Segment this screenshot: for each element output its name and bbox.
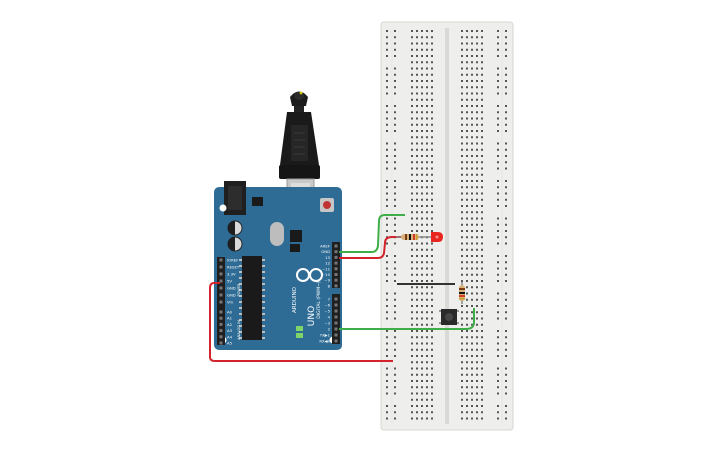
power-pin-label: GND xyxy=(227,293,236,298)
digital-header-top xyxy=(332,242,340,288)
analog-pin-label: A3 xyxy=(227,328,233,333)
power-pin-label: 3.3V xyxy=(227,272,236,277)
digital-pin-label: 8 xyxy=(328,283,331,288)
digital-pin-label: ~6 xyxy=(324,303,330,308)
digital-pin-label: 2 xyxy=(328,327,331,332)
digital-pin-label: ~11 xyxy=(322,266,331,271)
analog-pin-label: A0 xyxy=(227,310,233,315)
red-led[interactable] xyxy=(426,232,443,242)
atmega-chip xyxy=(239,256,265,340)
analog-pin-label: A2 xyxy=(227,322,233,327)
digital-header-bottom xyxy=(332,294,340,344)
arduino-logo xyxy=(296,268,323,282)
digital-pin-label: AREF xyxy=(320,244,330,249)
digital-pin-label: 12 xyxy=(325,261,330,266)
power-header xyxy=(217,257,225,309)
breadboard[interactable] xyxy=(380,21,514,431)
power-pin-label: IOREF xyxy=(227,258,238,263)
button-pulldown-resistor[interactable] xyxy=(459,282,465,304)
pin-labels: AREFGND1312~11~10~987~6~54~32TX▶1RX◀0IOR… xyxy=(227,244,331,346)
digital-pin-label: 13 xyxy=(325,255,330,260)
analog-header xyxy=(217,309,225,345)
analog-pin-label: A5 xyxy=(227,341,233,346)
digital-pin-label: RX◀0 xyxy=(319,339,330,344)
red-wire-led xyxy=(339,236,403,259)
digital-pin-label: GND xyxy=(321,249,330,254)
power-title: POWER xyxy=(237,283,241,297)
wires xyxy=(209,214,475,362)
digital-pin-label: ~10 xyxy=(322,272,331,277)
digital-title: DIGITAL (PWM~) xyxy=(316,281,322,319)
header-pin-holes xyxy=(219,244,338,345)
arduino-uno-board[interactable]: ARDUINO UNO DIGITAL (PWM~) POWER ANALOG … xyxy=(214,181,342,350)
led-resistor[interactable] xyxy=(396,234,426,240)
capacitors xyxy=(227,220,243,252)
green-wire-pin2 xyxy=(339,308,475,330)
digital-pin-label: 4 xyxy=(328,315,331,320)
digital-pin-label: TX▶1 xyxy=(319,333,331,338)
power-pin-label: 5V xyxy=(227,279,232,284)
digital-pin-label: ~9 xyxy=(324,278,330,283)
digital-pin-label: 7 xyxy=(328,297,331,302)
push-button[interactable] xyxy=(439,309,459,325)
breadboard-holes xyxy=(386,30,507,420)
red-wire-5v xyxy=(209,282,393,362)
analog-pin-label: A1 xyxy=(227,316,233,321)
digital-pin-label: ~3 xyxy=(324,321,330,326)
power-pin-label: Vin xyxy=(227,300,234,305)
power-pin-label: RESET xyxy=(227,265,240,270)
digital-pin-label: ~5 xyxy=(324,309,330,314)
power-pin-label: GND xyxy=(227,286,236,291)
brand-label: ARDUINO xyxy=(292,286,298,313)
green-wire-gnd xyxy=(339,214,405,253)
model-label: UNO xyxy=(307,306,317,326)
analog-pin-label: A4 xyxy=(227,334,233,339)
analog-title: ANALOG IN xyxy=(237,320,241,340)
